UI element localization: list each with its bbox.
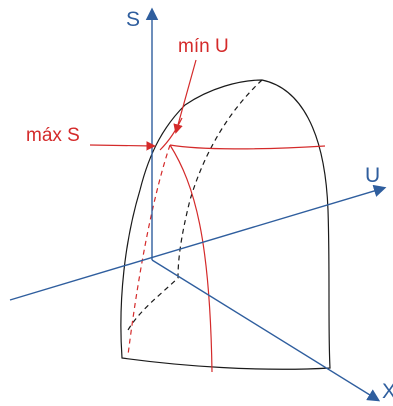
min-u-arrow: [173, 59, 197, 134]
front-dashed-curve: [127, 144, 171, 356]
left-top-curve: [159, 117, 183, 151]
constant-u-curve: [169, 144, 213, 373]
u-axis-label: U: [365, 164, 380, 187]
constant-s-curve: [169, 144, 326, 150]
x-axis: [151, 259, 381, 402]
x-axis-label: X: [382, 380, 393, 403]
surface-outline: [120, 79, 331, 370]
s-axis-label: S: [126, 8, 140, 31]
min-u-label: mín U: [178, 36, 229, 57]
back-edge-dashed: [127, 79, 263, 331]
max-s-label: máx S: [26, 125, 80, 146]
u-axis: [9, 184, 387, 301]
max-s-arrow: [89, 141, 156, 151]
